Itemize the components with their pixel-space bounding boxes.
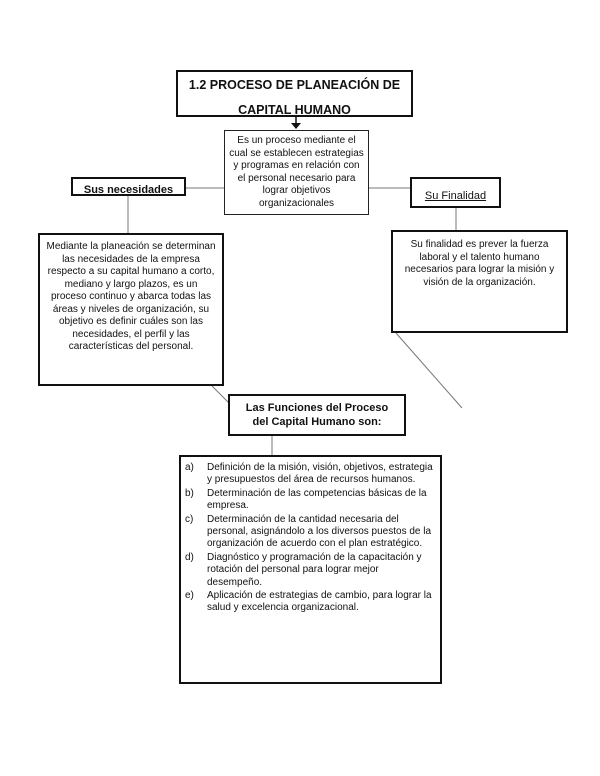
list-item: a) Definición de la misión, visión, obje…: [181, 462, 434, 487]
arrow-head: [291, 123, 301, 129]
title-line-1: 1.2 PROCESO DE PLANEACIÓN DE: [188, 78, 401, 92]
needs-label-box: Sus necesidades: [71, 177, 186, 196]
needs-text: Mediante la planeación se determinan las…: [46, 241, 216, 352]
functions-list: a) Definición de la misión, visión, obje…: [181, 462, 434, 615]
definition-box: Es un proceso mediante el cual se establ…: [224, 130, 369, 215]
list-item-letter: d): [185, 551, 194, 563]
title-line-2: CAPITAL HUMANO: [238, 103, 351, 117]
title-box: 1.2 PROCESO DE PLANEACIÓN DE CAPITAL HUM…: [176, 70, 413, 117]
list-item: c) Determinación de la cantidad necesari…: [181, 514, 434, 551]
list-item-text: Determinación de la cantidad necesaria d…: [207, 513, 432, 550]
list-item-letter: e): [185, 590, 194, 602]
list-item: b) Determinación de las competencias bás…: [181, 488, 434, 513]
list-item-text: Determinación de las competencias básica…: [207, 487, 427, 512]
functions-title: Las Funciones del Proceso del Capital Hu…: [245, 402, 389, 428]
functions-list-box: a) Definición de la misión, visión, obje…: [179, 455, 442, 684]
purpose-box: Su finalidad es prever la fuerza laboral…: [391, 230, 568, 333]
purpose-label: Su Finalidad: [424, 190, 487, 202]
definition-text: Es un proceso mediante el cual se establ…: [229, 135, 364, 209]
functions-title-box: Las Funciones del Proceso del Capital Hu…: [228, 394, 406, 436]
list-item: e) Aplicación de estrategias de cambio, …: [181, 590, 434, 615]
list-item-letter: c): [185, 513, 194, 525]
list-item-letter: b): [185, 487, 194, 499]
list-item-text: Aplicación de estrategias de cambio, par…: [207, 590, 432, 614]
list-item-text: Diagnóstico y programación de la capacit…: [207, 551, 422, 588]
list-item-text: Definición de la misión, visión, objetiv…: [207, 462, 433, 486]
connector-purpose-diagonal: [395, 332, 463, 409]
needs-box: Mediante la planeación se determinan las…: [38, 233, 224, 386]
list-item-letter: a): [185, 462, 194, 473]
list-item: d) Diagnóstico y programación de la capa…: [181, 552, 434, 589]
purpose-text: Su finalidad es prever la fuerza laboral…: [404, 239, 555, 288]
needs-label: Sus necesidades: [83, 184, 174, 196]
purpose-label-box: Su Finalidad: [410, 177, 501, 208]
